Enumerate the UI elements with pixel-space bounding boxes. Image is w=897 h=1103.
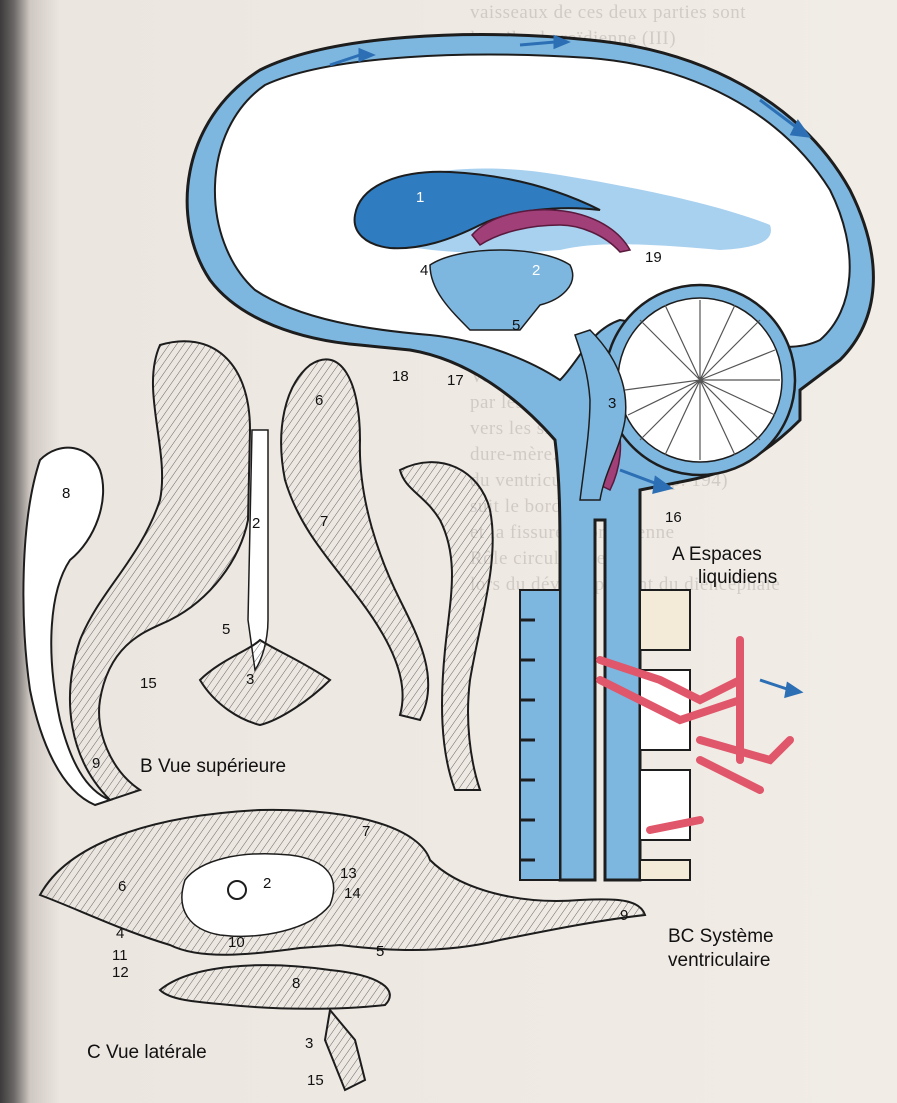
label-b-6: 6 bbox=[315, 392, 323, 409]
fourth-ventricle-superior bbox=[200, 640, 330, 725]
label-c-13: 13 bbox=[340, 865, 357, 882]
label-c-15: 15 bbox=[307, 1072, 324, 1089]
caption-a-line1: A Espaces bbox=[672, 544, 762, 565]
label-b-15: 15 bbox=[140, 675, 157, 692]
label-b-3: 3 bbox=[246, 671, 254, 688]
label-c-2: 2 bbox=[263, 875, 271, 892]
label-c-9: 9 bbox=[620, 907, 628, 924]
label-c-4: 4 bbox=[116, 925, 124, 942]
label-c-12: 12 bbox=[112, 964, 129, 981]
caption-bc-line1: BC Système bbox=[668, 926, 774, 947]
label-a-19: 19 bbox=[645, 249, 662, 266]
aqueduct-lateral bbox=[325, 1010, 365, 1090]
label-a-2: 2 bbox=[532, 262, 540, 279]
ventricle-superior-left bbox=[70, 341, 250, 800]
temporal-horn-right bbox=[400, 462, 493, 790]
caption-a-line2: liquidiens bbox=[698, 567, 777, 588]
cerebellum bbox=[605, 285, 795, 475]
label-a-4: 4 bbox=[420, 262, 428, 279]
label-a-5: 5 bbox=[512, 317, 520, 334]
label-c-8: 8 bbox=[292, 975, 300, 992]
figure-b-superior-view: 8 6 2 7 5 15 3 9 B Vue supérieure bbox=[23, 341, 492, 805]
third-ventricle-superior bbox=[248, 430, 268, 670]
label-b-9: 9 bbox=[92, 755, 100, 772]
label-a-18: 18 bbox=[392, 368, 409, 385]
label-b-2: 2 bbox=[252, 515, 260, 532]
label-b-5: 5 bbox=[222, 621, 230, 638]
label-c-11: 11 bbox=[112, 947, 128, 964]
label-c-10: 10 bbox=[228, 934, 245, 951]
label-a-3: 3 bbox=[608, 395, 616, 412]
label-c-3: 3 bbox=[305, 1035, 313, 1052]
label-c-14: 14 bbox=[344, 885, 361, 902]
label-b-7: 7 bbox=[320, 513, 328, 530]
interthalamic-adhesion bbox=[228, 881, 246, 899]
label-a-1: 1 bbox=[416, 189, 424, 206]
label-c-5: 5 bbox=[376, 943, 384, 960]
label-a-17: 17 bbox=[447, 372, 464, 389]
caption-bc-line2: ventriculaire bbox=[668, 950, 770, 971]
fourth-ventricle-lateral bbox=[160, 965, 390, 1009]
label-c-6: 6 bbox=[118, 878, 126, 895]
label-a-16: 16 bbox=[665, 509, 682, 526]
caption-b: B Vue supérieure bbox=[140, 756, 286, 777]
label-b-8: 8 bbox=[62, 485, 70, 502]
label-c-7: 7 bbox=[362, 823, 370, 840]
caption-c: C Vue latérale bbox=[87, 1042, 207, 1063]
